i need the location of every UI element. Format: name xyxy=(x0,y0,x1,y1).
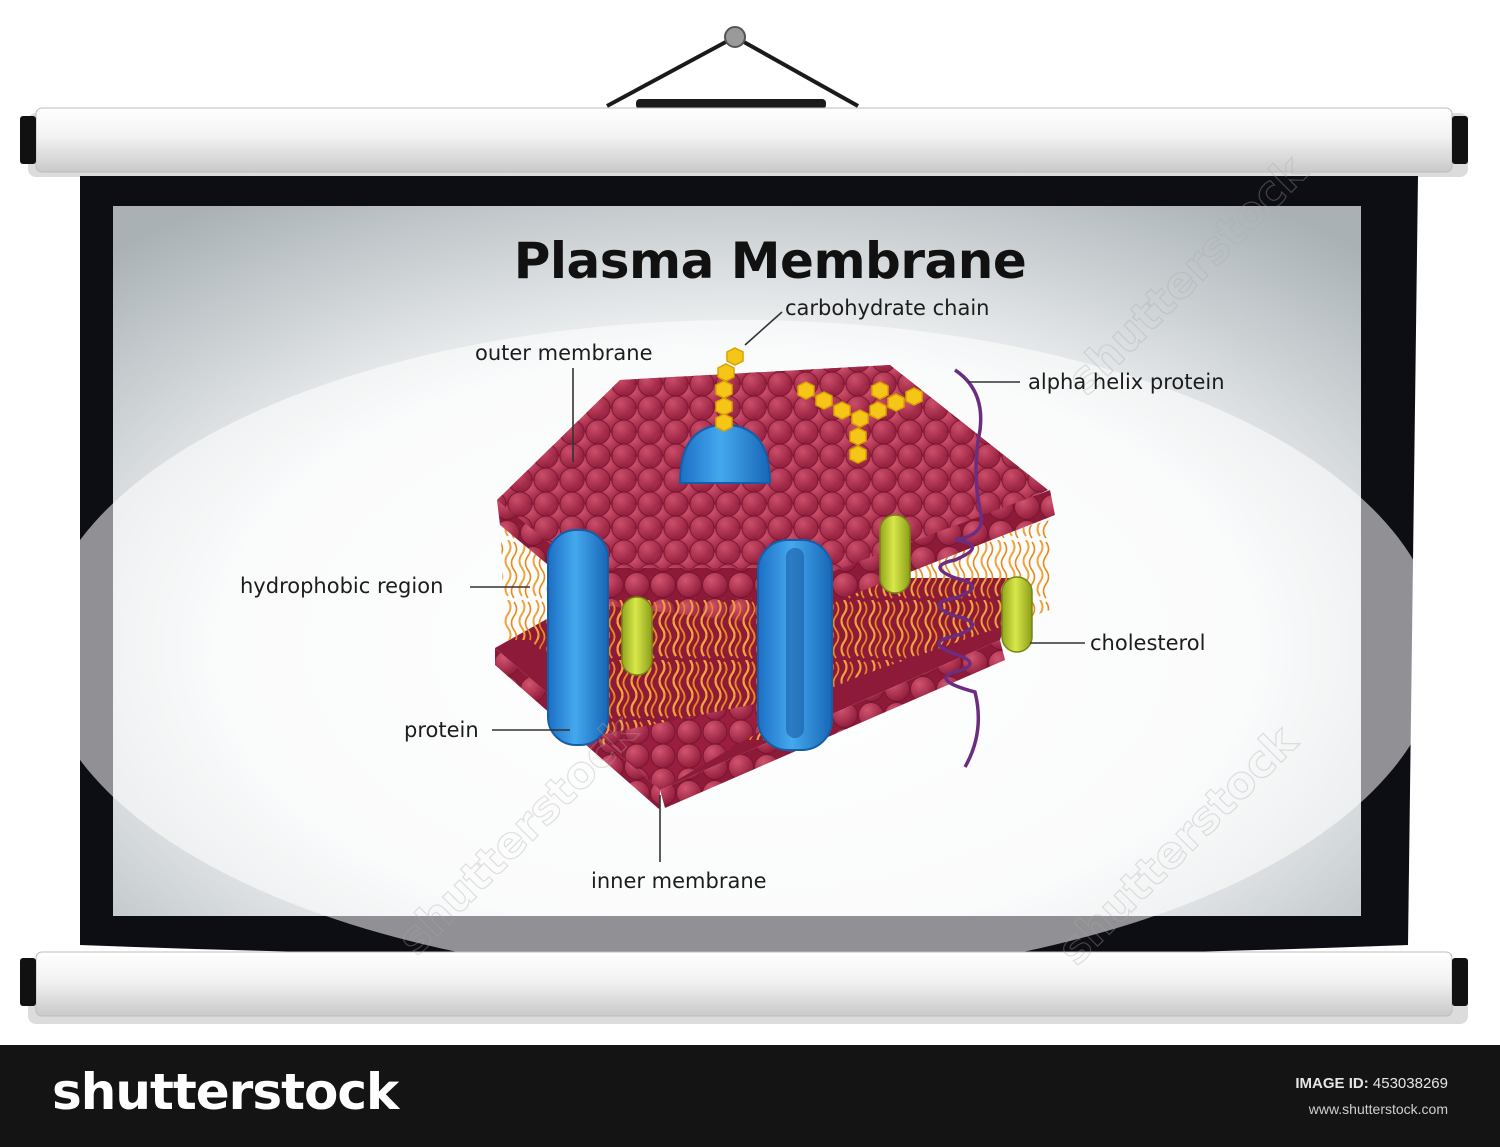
label-outer-membrane: outer membrane xyxy=(475,341,653,365)
label-cholesterol: cholesterol xyxy=(1090,631,1206,655)
image-id: IMAGE ID: 453038269 xyxy=(1295,1075,1448,1092)
label-protein: protein xyxy=(404,718,479,742)
bottom-roller xyxy=(20,951,1468,1024)
label-carbohydrate-chain: carbohydrate chain xyxy=(785,296,990,320)
membrane-diagram xyxy=(470,311,1085,862)
alpha-helix xyxy=(937,368,984,768)
channel-protein xyxy=(757,539,833,751)
leader-lines xyxy=(470,311,1085,862)
top-roller xyxy=(20,107,1468,177)
label-alpha-helix-protein: alpha helix protein xyxy=(1028,370,1225,394)
projection-screen xyxy=(20,26,1468,1024)
brand-logo: shutterstock xyxy=(52,1063,399,1121)
label-hydrophobic-region: hydrophobic region xyxy=(240,574,444,598)
image-id-value: 453038269 xyxy=(1372,1075,1448,1092)
cholesterol-molecules xyxy=(621,514,1033,676)
transmembrane-protein-left xyxy=(547,529,609,746)
site-url: www.shutterstock.com xyxy=(1308,1101,1448,1117)
carbohydrate-chains xyxy=(715,347,923,464)
diagram-title: Plasma Membrane xyxy=(513,232,1027,290)
stock-footer: shutterstock IMAGE ID: 453038269 www.shu… xyxy=(0,1045,1500,1147)
image-id-label: IMAGE ID: xyxy=(1295,1075,1369,1092)
hanging-string xyxy=(606,26,859,109)
label-inner-membrane: inner membrane xyxy=(591,869,767,893)
